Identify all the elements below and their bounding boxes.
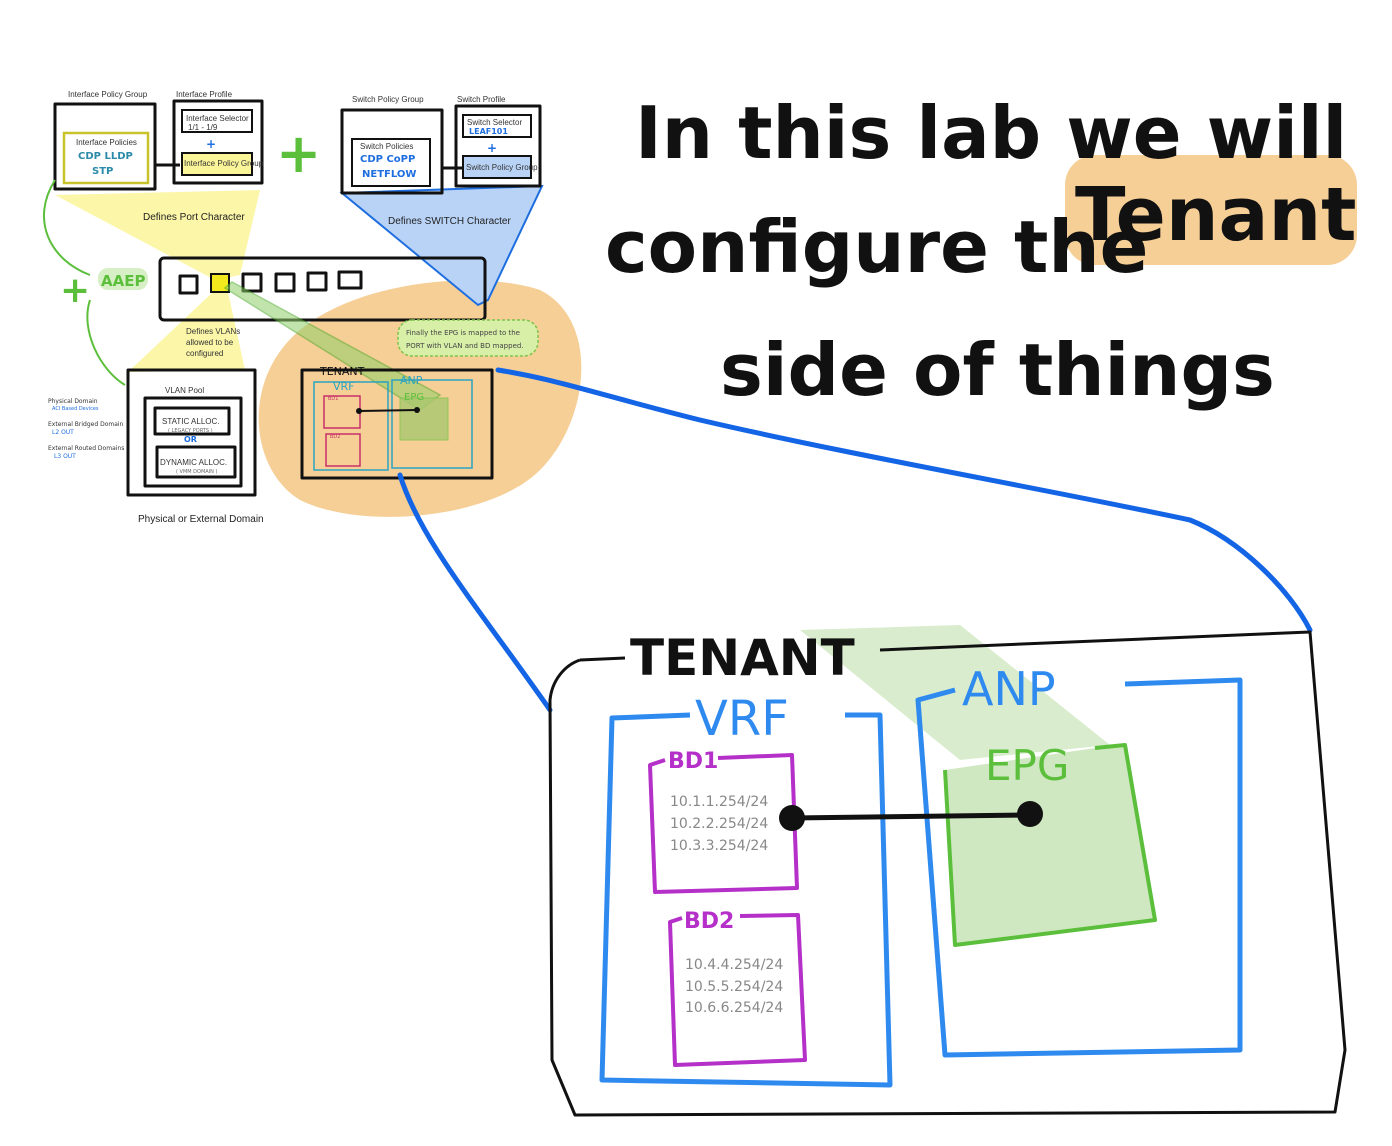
- bd-epg-link: [791, 812, 1031, 821]
- headline-line3: side of things: [720, 328, 1275, 412]
- zoom-connector-bottom: [397, 472, 553, 713]
- switch-policies-line2: NETFLOW: [362, 169, 416, 180]
- mini-vrf-label: VRF: [333, 380, 355, 393]
- external-bridged-label: External Bridged Domain: [48, 421, 124, 428]
- bd1-label: BD1: [668, 749, 718, 774]
- plus-icon: +: [60, 270, 90, 311]
- switch-selector-label: Switch Selector: [467, 118, 522, 127]
- port-cone: [55, 190, 260, 280]
- interface-policies-line1: CDP LLDP: [78, 151, 133, 162]
- tenant-detail: TENANT VRF ANP EPG BD1 10.1.1.254/24 10.…: [548, 625, 1347, 1117]
- dynamic-alloc-label: DYNAMIC ALLOC.: [160, 458, 227, 467]
- physical-external-domain-label: Physical or External Domain: [138, 514, 264, 525]
- plus-icon: +: [206, 137, 216, 151]
- epg-link-dot: [1017, 801, 1043, 827]
- mini-anp-label: ANP: [400, 374, 423, 387]
- defines-vlans-2: allowed to be: [186, 338, 234, 347]
- switch-selector-value: LEAF101: [469, 127, 508, 136]
- mini-bd2-label: BD2: [330, 434, 340, 440]
- interface-policies-label: Interface Policies: [76, 138, 137, 147]
- bd2-subnet: 10.4.4.254/24: [685, 957, 783, 973]
- overview-diagram: Interface Policy Group Interface Policie…: [43, 90, 582, 525]
- aaep-link: [43, 179, 126, 386]
- defines-switch-label: Defines SWITCH Character: [388, 216, 511, 227]
- vrf-label: VRF: [695, 691, 789, 747]
- anp-label: ANP: [962, 662, 1056, 716]
- zoom-connector-top: [495, 367, 1313, 633]
- physical-domain-label: Physical Domain: [48, 398, 98, 405]
- bd2-subnet: 10.6.6.254/24: [685, 1000, 783, 1016]
- defines-vlans-3: configured: [186, 349, 223, 358]
- aaep-label: AAEP: [101, 272, 145, 290]
- static-alloc-note: ( LEGACY PORTS ): [168, 428, 213, 434]
- epg-note-line2: PORT with VLAN and BD mapped.: [406, 342, 524, 350]
- mini-bd1-label: BD1: [328, 396, 338, 402]
- bd2-label: BD2: [684, 909, 734, 934]
- mini-bd-epg-link: [358, 409, 418, 412]
- interface-profile-group: Interface Policy Group: [184, 159, 264, 168]
- defines-port-label: Defines Port Character: [143, 212, 245, 223]
- tenant-label: TENANT: [630, 629, 855, 687]
- vlan-cone: [128, 292, 245, 372]
- external-bridged-note: L2 OUT: [52, 429, 74, 436]
- plus-icon: +: [487, 141, 497, 155]
- switch-profile-group: Switch Policy Group: [466, 163, 538, 172]
- switch-policies-label: Switch Policies: [360, 142, 413, 151]
- static-alloc-label: STATIC ALLOC.: [162, 417, 220, 426]
- epg-label: EPG: [985, 741, 1069, 790]
- interface-profile-title: Interface Profile: [176, 90, 233, 99]
- epg-note-line1: Finally the EPG is mapped to the: [406, 329, 520, 337]
- bd1-subnet: 10.1.1.254/24: [670, 794, 768, 810]
- bd2-subnet: 10.5.5.254/24: [685, 979, 783, 995]
- leaf-switch: [158, 256, 487, 322]
- switch-cone: [339, 184, 544, 307]
- headline: In this lab we will configure the Tenant…: [605, 91, 1357, 412]
- dynamic-alloc-note: ( VMM DOMAIN ): [176, 469, 218, 475]
- bd1-subnet: 10.2.2.254/24: [670, 816, 768, 832]
- tenant-highlight: [1065, 155, 1357, 265]
- mini-epg-label: EPG: [404, 392, 424, 403]
- or-label: OR: [184, 435, 197, 444]
- switch-policies-line1: CDP CoPP: [360, 154, 415, 165]
- mini-tenant-label: TENANT: [319, 365, 365, 378]
- switch-policy-group-title: Switch Policy Group: [352, 95, 424, 104]
- external-routed-note: L3 OUT: [54, 453, 76, 460]
- physical-domain-note: ACI Based Devices: [52, 406, 99, 412]
- bd1-subnet: 10.3.3.254/24: [670, 838, 768, 854]
- vlan-pool-label: VLAN Pool: [165, 386, 204, 395]
- defines-vlans-1: Defines VLANs: [186, 327, 240, 336]
- headline-line2-prefix: configure the: [605, 205, 1148, 289]
- bd1-link-dot: [779, 805, 805, 831]
- interface-selector-label: Interface Selector: [186, 114, 249, 123]
- headline-line2-highlight: Tenant: [1075, 172, 1357, 258]
- switch-profile-title: Switch Profile: [457, 95, 506, 104]
- interface-policies-line2: STP: [92, 166, 113, 177]
- headline-line1: In this lab we will: [635, 91, 1347, 175]
- interface-policy-group-title: Interface Policy Group: [68, 90, 148, 99]
- interface-selector-value: 1/1 - 1/9: [188, 123, 218, 132]
- external-routed-label: External Routed Domains: [48, 445, 124, 452]
- plus-icon: +: [276, 122, 321, 185]
